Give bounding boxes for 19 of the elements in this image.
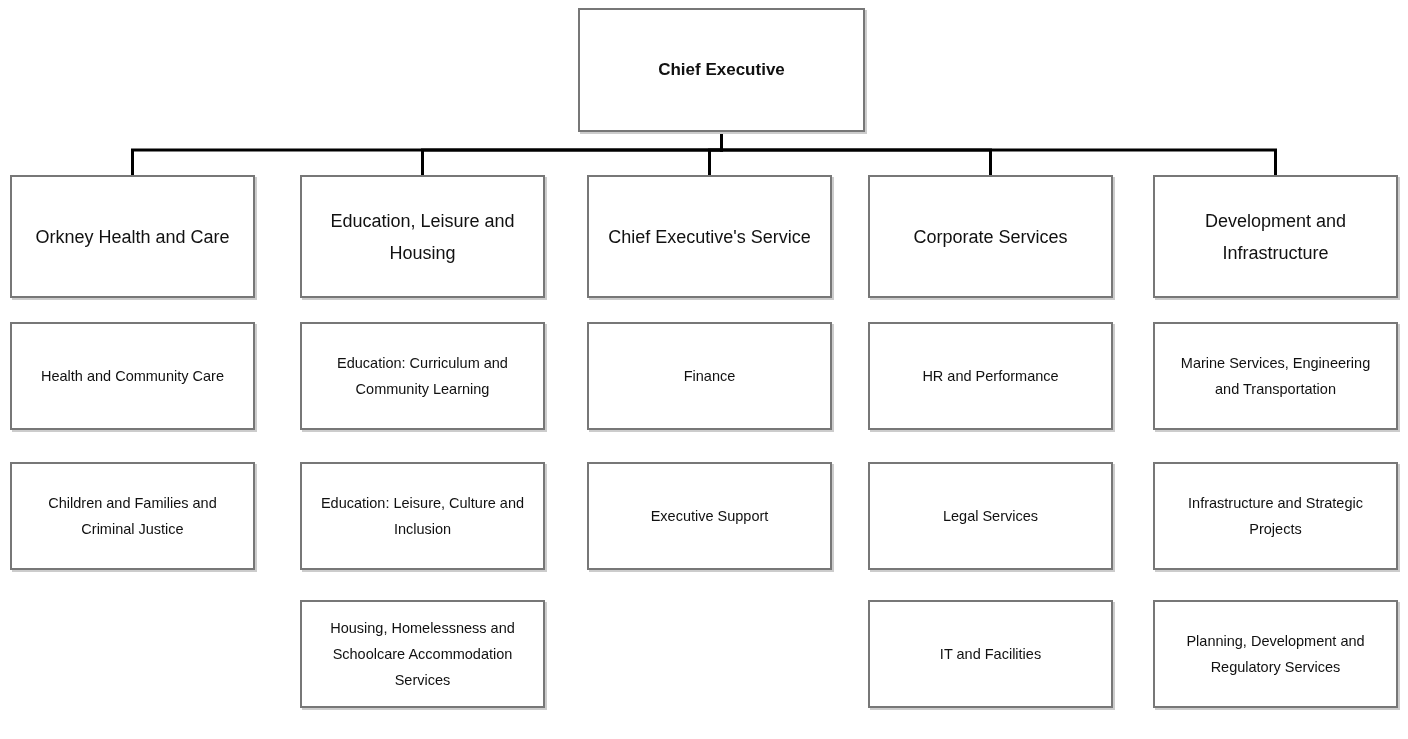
executive-box: Chief Executive xyxy=(578,8,865,132)
service-box: Education: Curriculum and Community Learning xyxy=(300,322,545,430)
service-box: Infrastructure and Strategic Projects xyxy=(1153,462,1398,570)
service-box: Health and Community Care xyxy=(10,322,255,430)
service-box: Children and Families and Criminal Justice xyxy=(10,462,255,570)
service-box: Marine Services, Engineering and Transportation xyxy=(1153,322,1398,430)
directorate-box: Development and Infrastructure xyxy=(1153,175,1398,298)
service-box: IT and Facilities xyxy=(868,600,1113,708)
directorate-box: Orkney Health and Care xyxy=(10,175,255,298)
directorate-box: Corporate Services xyxy=(868,175,1113,298)
directorate-box: Chief Executive's Service xyxy=(587,175,832,298)
directorate-box: Education, Leisure and Housing xyxy=(300,175,545,298)
service-box: HR and Performance xyxy=(868,322,1113,430)
service-box: Education: Leisure, Culture and Inclusion xyxy=(300,462,545,570)
service-box: Finance xyxy=(587,322,832,430)
service-box: Planning, Development and Regulatory Services xyxy=(1153,600,1398,708)
service-box: Legal Services xyxy=(868,462,1113,570)
service-box: Housing, Homelessness and Schoolcare Accommodation Services xyxy=(300,600,545,708)
service-box: Executive Support xyxy=(587,462,832,570)
